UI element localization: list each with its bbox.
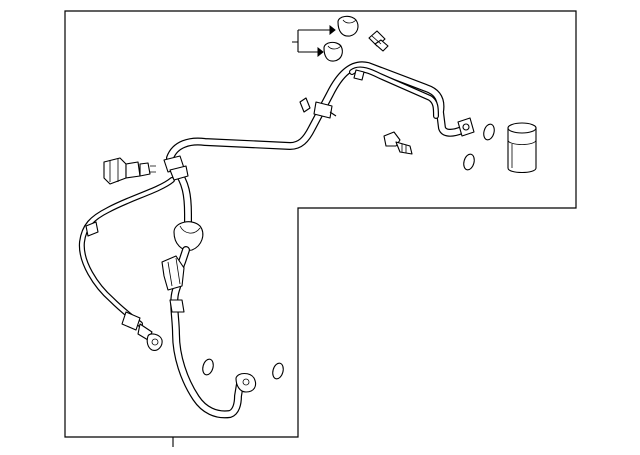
o-rings xyxy=(202,123,495,380)
diagram-frame xyxy=(64,10,577,438)
callout-bracket xyxy=(292,29,330,53)
suction-tube xyxy=(166,61,475,162)
muffler xyxy=(173,221,204,251)
discharge-hose xyxy=(161,155,257,419)
service-valve-caps xyxy=(292,15,389,62)
mounting-bolt xyxy=(383,131,413,155)
liquid-line xyxy=(78,177,175,351)
receiver-drier xyxy=(507,122,537,174)
pressure-switch xyxy=(103,157,156,185)
